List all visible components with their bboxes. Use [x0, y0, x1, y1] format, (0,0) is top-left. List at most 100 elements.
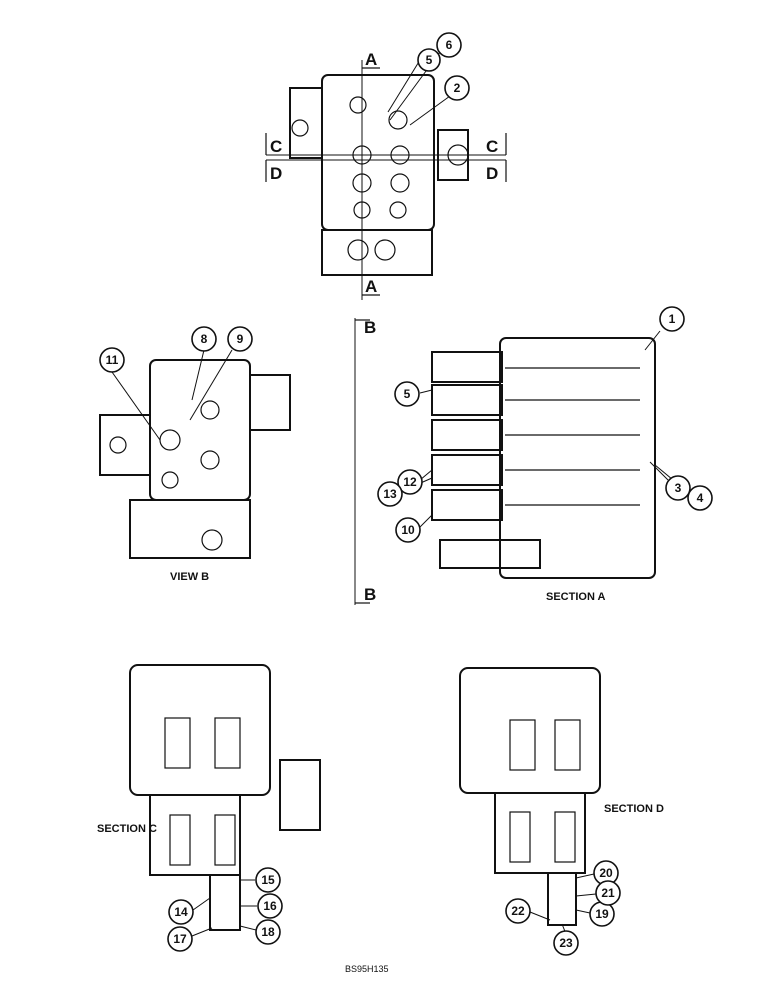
view-b-base-port: [201, 529, 223, 551]
leader-8: [191, 349, 205, 401]
callout-22: 22: [505, 898, 531, 924]
leader-14: [192, 897, 211, 911]
top-view-spool-2: [388, 110, 408, 130]
svg-text:18: 18: [261, 925, 275, 939]
section-d-body: [459, 667, 601, 794]
leader-11: [111, 371, 161, 441]
svg-text:20: 20: [599, 866, 613, 880]
svg-text:13: 13: [383, 487, 397, 501]
svg-text:16: 16: [263, 899, 277, 913]
callout-19: 19: [589, 901, 615, 927]
leader-1: [644, 330, 661, 351]
leader-17: [191, 927, 213, 937]
leader-5-top: [387, 59, 421, 113]
view-b-port-2: [200, 400, 220, 420]
section-d-relief-1: [509, 811, 531, 863]
view-b-left-block: [99, 414, 151, 476]
section-c: SECTION C: [97, 664, 321, 931]
view-b-caption: VIEW B: [170, 571, 209, 583]
section-a-body: [499, 337, 656, 579]
top-view-base-port-2: [374, 239, 396, 261]
view-b-port-3: [200, 450, 220, 470]
svg-text:17: 17: [173, 932, 187, 946]
callout-12: 12: [397, 469, 423, 495]
section-d-spring-2: [554, 719, 581, 771]
callout-16: 16: [257, 893, 283, 919]
section-a-spool-cap-5: [431, 489, 503, 521]
section-a-spool-cap-1: [431, 351, 503, 383]
callout-5-top: 5: [417, 48, 441, 72]
top-view-spool-6: [390, 173, 410, 193]
section-c-right-letter: C: [486, 137, 498, 156]
svg-text:22: 22: [511, 904, 525, 918]
section-c-plug: [209, 874, 241, 931]
svg-text:6: 6: [446, 38, 453, 52]
callout-17: 17: [167, 926, 193, 952]
view-b-base: [129, 499, 251, 559]
leader-2: [409, 95, 451, 126]
leader-19: [575, 909, 591, 914]
section-c-spring-1: [164, 717, 191, 769]
view-b-body: [149, 359, 251, 501]
section-b-top-letter: B: [364, 318, 376, 337]
section-d-caption: SECTION D: [604, 803, 664, 815]
section-a-spool-cap-3: [431, 419, 503, 451]
section-d-right-letter: D: [486, 164, 498, 183]
callout-5-section: 5: [394, 381, 420, 407]
section-d: SECTION D: [459, 667, 664, 926]
section-line-a: A A: [361, 50, 380, 300]
svg-text:3: 3: [675, 481, 682, 495]
callout-14: 14: [168, 899, 194, 925]
svg-text:8: 8: [201, 332, 208, 346]
svg-text:10: 10: [401, 523, 415, 537]
section-d-relief-2: [554, 811, 576, 863]
section-a-relief-valve: [439, 539, 541, 569]
view-b-right-block: [249, 374, 291, 431]
svg-text:1: 1: [669, 312, 676, 326]
callout-18: 18: [255, 919, 281, 945]
section-a-spool-cap-4: [431, 454, 503, 486]
svg-text:5: 5: [404, 387, 411, 401]
section-d-plug: [547, 872, 577, 926]
callout-9: 9: [227, 326, 253, 352]
leader-20: [575, 873, 595, 879]
svg-text:11: 11: [106, 353, 119, 367]
svg-text:21: 21: [601, 886, 615, 900]
callout-13: 13: [377, 481, 403, 507]
section-line-c: C C: [265, 133, 507, 156]
section-d-lower-body: [494, 792, 586, 874]
callout-6: 6: [436, 32, 462, 58]
svg-text:9: 9: [237, 332, 244, 346]
leader-10: [419, 514, 433, 528]
leader-9: [189, 349, 233, 421]
top-view-body: [321, 74, 435, 231]
top-view-left-block: [289, 87, 323, 159]
callout-23: 23: [553, 930, 579, 956]
drawing-code: BS95H135: [345, 964, 389, 974]
section-c-relief-1: [169, 814, 191, 866]
section-c-spring-2: [214, 717, 241, 769]
top-view-spool-1: [349, 96, 367, 114]
top-view-spool-8: [389, 201, 407, 219]
callout-3: 3: [665, 475, 691, 501]
svg-text:4: 4: [697, 491, 704, 505]
section-b-bottom-letter: B: [364, 585, 376, 604]
leader-3: [649, 461, 669, 481]
view-b-port-1: [159, 429, 181, 451]
leader-21: [575, 893, 597, 897]
section-line-d: D D: [265, 159, 507, 183]
top-view: [289, 74, 469, 276]
leader-5-section: [419, 389, 433, 394]
callout-2: 2: [444, 75, 470, 101]
section-c-caption: SECTION C: [97, 823, 157, 835]
section-c-body: [129, 664, 271, 796]
section-a: B B SECTION A: [354, 318, 656, 605]
section-c-relief-2: [214, 814, 236, 866]
section-c-side-valve: [279, 759, 321, 831]
section-a-spool-cap-2: [431, 384, 503, 416]
svg-text:23: 23: [559, 936, 573, 950]
section-a-top-letter: A: [365, 50, 377, 69]
section-c-left-letter: C: [270, 137, 282, 156]
svg-text:5: 5: [426, 53, 433, 67]
